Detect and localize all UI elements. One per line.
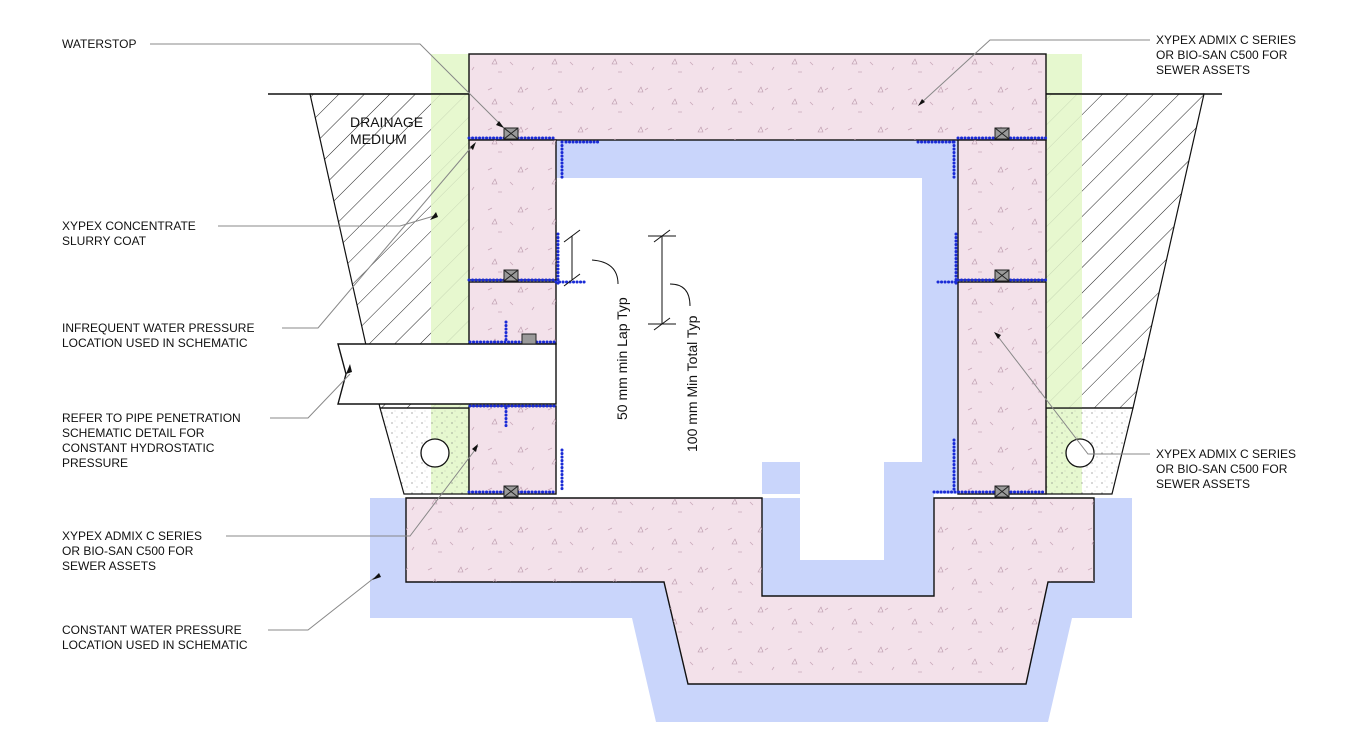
label-xypex-concentrate-1: XYPEX CONCENTRATE (62, 219, 196, 233)
gravel-zone-left (379, 407, 470, 495)
label-drainage-medium-1: DRAINAGE (350, 114, 423, 130)
label-constant-1: CONSTANT WATER PRESSURE (62, 623, 242, 637)
internal-chamber (592, 178, 922, 560)
label-waterstop: WATERSTOP (62, 37, 136, 51)
waterstop-5 (521, 333, 537, 345)
waterstops (503, 127, 1010, 498)
label-pipe-2: SCHEMATIC DETAIL FOR (62, 426, 205, 440)
total-dimension: 100 mm Min Total Typ (684, 315, 700, 452)
label-admix-top-right-2: OR BIO-SAN C500 FOR (1156, 48, 1288, 62)
label-pipe-4: PRESSURE (62, 456, 128, 470)
label-constant-2: LOCATION USED IN SCHEMATIC (62, 638, 248, 652)
label-admix-top-right-1: XYPEX ADMIX C SERIES (1156, 33, 1296, 47)
label-infrequent-2: LOCATION USED IN SCHEMATIC (62, 336, 248, 350)
leader-lines (150, 39, 1150, 631)
label-admix-left-2: OR BIO-SAN C500 FOR (62, 544, 194, 558)
concrete-base (405, 497, 1095, 685)
label-infrequent-1: INFREQUENT WATER PRESSURE (62, 321, 254, 335)
pipe-penetration (337, 343, 557, 405)
left-wall (468, 139, 557, 495)
label-pipe-1: REFER TO PIPE PENETRATION (62, 411, 241, 425)
drainage-pipe-left (420, 438, 450, 468)
membrane-dots (467, 136, 1048, 494)
label-admix-right-3: SEWER ASSETS (1156, 477, 1250, 491)
label-admix-left-3: SEWER ASSETS (62, 559, 156, 573)
dimension-lines (563, 229, 691, 331)
concrete-lid (468, 53, 1047, 141)
label-pipe-3: CONSTANT HYDROSTATIC (62, 441, 215, 455)
drainage-medium-right (1045, 93, 1205, 409)
leader-arrows (372, 99, 1001, 580)
label-admix-top-right-3: SEWER ASSETS (1156, 63, 1250, 77)
label-admix-right-2: OR BIO-SAN C500 FOR (1156, 462, 1288, 476)
label-drainage-medium-2: MEDIUM (350, 131, 407, 147)
label-admix-right-1: XYPEX ADMIX C SERIES (1156, 447, 1296, 461)
right-wall (957, 139, 1047, 495)
lap-dimension: 50 mm min Lap Typ (614, 297, 630, 420)
drainage-pipe-right (1065, 438, 1095, 468)
gravel-zone-right (1045, 407, 1134, 495)
label-xypex-concentrate-2: SLURRY COAT (62, 234, 147, 248)
label-admix-left-1: XYPEX ADMIX C SERIES (62, 529, 202, 543)
callout-labels: WATERSTOP DRAINAGE MEDIUM XYPEX CONCENTR… (62, 33, 1296, 652)
